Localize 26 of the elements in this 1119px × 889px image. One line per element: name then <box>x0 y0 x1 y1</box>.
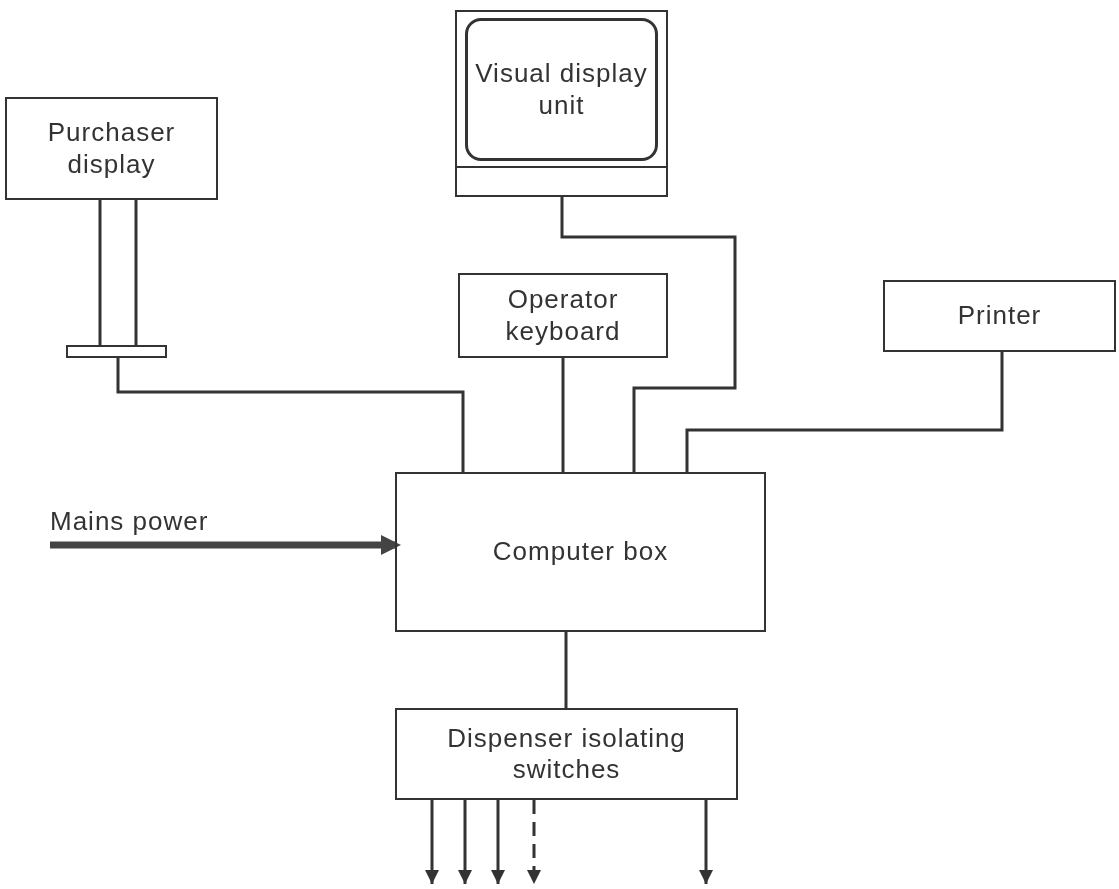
node-label: Purchaser display <box>46 117 177 180</box>
node-label: Operator keyboard <box>504 284 622 347</box>
node-label: Dispenser isolating switches <box>446 722 687 786</box>
component-box <box>395 708 738 800</box>
component-box <box>5 97 218 200</box>
node-label: Printer <box>957 300 1042 332</box>
input-label: Mains power <box>50 506 209 538</box>
node-label: Visual display unit <box>474 58 649 121</box>
stand-post <box>98 200 102 345</box>
connector-line <box>685 352 1004 472</box>
monitor-drawing <box>455 10 668 197</box>
component-box <box>883 280 1116 352</box>
arrow <box>458 800 472 884</box>
arrow <box>491 800 505 884</box>
arrow <box>527 800 541 884</box>
component-box <box>458 273 668 358</box>
stand-post <box>134 200 138 345</box>
node-label: Computer box <box>492 536 669 568</box>
connector-line <box>564 632 568 708</box>
base-bar <box>66 345 167 358</box>
arrow <box>425 800 439 884</box>
arrow <box>699 800 713 884</box>
connector-line <box>561 358 565 472</box>
connector-line <box>116 358 465 472</box>
connector-line <box>560 197 737 472</box>
component-box <box>395 472 766 632</box>
